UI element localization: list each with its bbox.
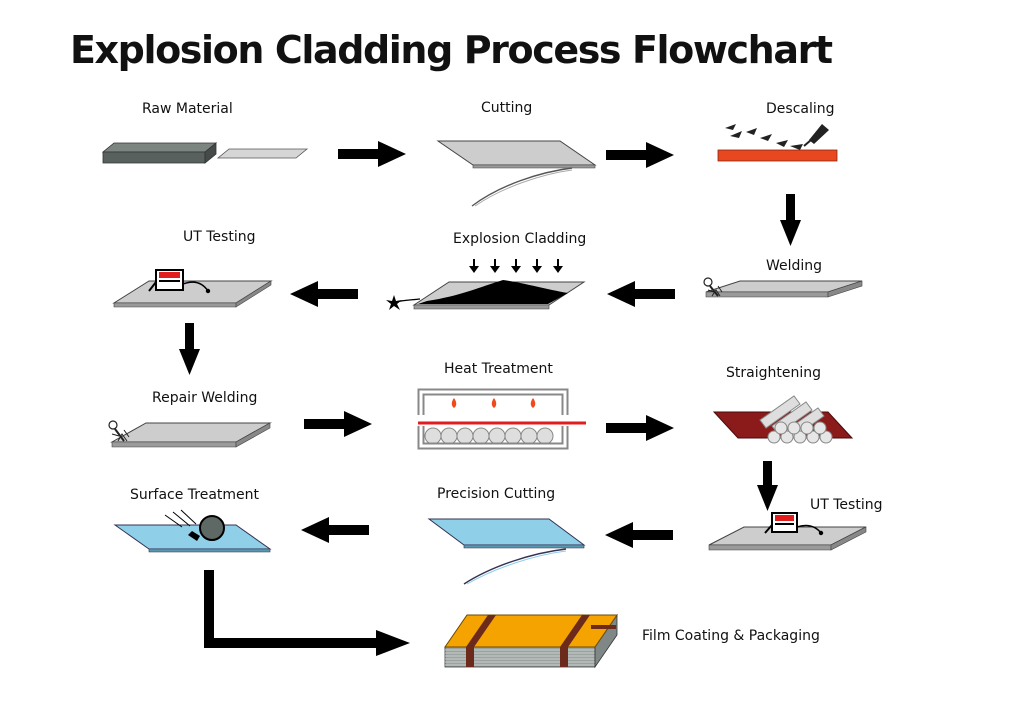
explosion-cladding-illustration bbox=[386, 259, 586, 310]
arrow-cutting-to-descaling bbox=[606, 142, 674, 168]
arrow-cladding-to-ut bbox=[290, 281, 358, 307]
ut-testing-2-illustration bbox=[708, 512, 867, 551]
label-surface-treatment: Surface Treatment bbox=[130, 487, 260, 503]
arrow-ut-to-precision bbox=[605, 522, 673, 548]
label-heat-treatment: Heat Treatment bbox=[444, 361, 553, 377]
descaling-illustration bbox=[717, 124, 838, 162]
arrow-raw-to-cutting bbox=[338, 141, 406, 167]
label-explosion-cladding: Explosion Cladding bbox=[453, 231, 587, 247]
repair-welding-illustration bbox=[108, 420, 272, 448]
arrow-descaling-to-welding bbox=[780, 194, 801, 246]
arrow-precision-to-surface bbox=[301, 517, 369, 543]
arrow-ut-to-repair bbox=[179, 323, 200, 375]
page-title: Explosion Cladding Process Flowchart bbox=[70, 28, 833, 72]
arrow-surface-to-packaging bbox=[204, 570, 410, 656]
film-coating-packaging-illustration bbox=[444, 613, 618, 669]
label-film-coating-packaging: Film Coating & Packaging bbox=[642, 628, 820, 644]
welding-illustration bbox=[703, 277, 863, 298]
label-raw-material: Raw Material bbox=[142, 101, 233, 117]
ut-testing-illustration bbox=[112, 269, 273, 308]
label-repair-welding: Repair Welding bbox=[152, 390, 258, 406]
arrow-repair-to-heat bbox=[304, 411, 372, 437]
cutting-illustration bbox=[436, 140, 597, 207]
arrow-heat-to-straightening bbox=[606, 415, 674, 441]
label-ut-testing-2: UT Testing bbox=[810, 497, 883, 513]
heat-treatment-illustration bbox=[417, 388, 586, 450]
surface-treatment-illustration bbox=[113, 509, 272, 553]
label-descaling: Descaling bbox=[766, 101, 835, 117]
precision-cutting-illustration bbox=[427, 518, 586, 585]
label-welding: Welding bbox=[766, 258, 823, 274]
label-straightening: Straightening bbox=[726, 365, 821, 381]
straightening-illustration bbox=[712, 395, 854, 444]
label-ut-testing: UT Testing bbox=[183, 229, 256, 245]
arrow-straightening-to-ut bbox=[757, 461, 778, 511]
label-cutting: Cutting bbox=[481, 100, 533, 116]
arrow-welding-to-cladding bbox=[607, 281, 675, 307]
label-precision-cutting: Precision Cutting bbox=[437, 486, 556, 502]
raw-material-illustration bbox=[101, 142, 309, 164]
